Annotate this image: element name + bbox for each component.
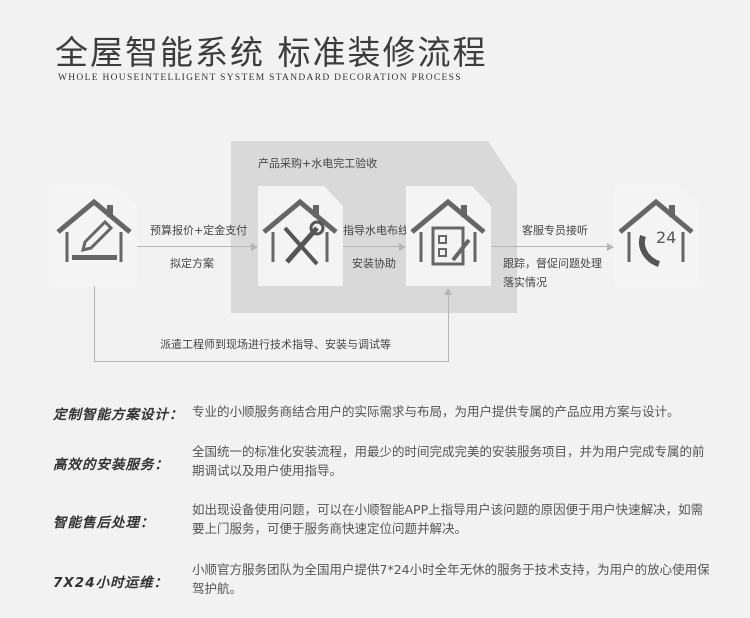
edge2-bottom: 安装协助 [352, 257, 396, 270]
feature-label-aftersales: 智能售后处理： [53, 515, 155, 531]
loop-label: 派遣工程师到现场进行技术指导、安装与调试等 [160, 338, 391, 351]
edge1-top: 预算报价+定金支付 [150, 224, 248, 237]
house-checklist-icon [410, 198, 486, 266]
edge3-top: 客服专员接听 [522, 224, 588, 237]
page-subtitle: WHOLE HOUSEINTELLIGENT SYSTEM STANDARD D… [58, 73, 462, 83]
house-tools-icon [262, 198, 338, 266]
feature-label-24h: 7X24小时运维： [53, 575, 169, 591]
loop-line-up [448, 295, 449, 362]
zone-label: 产品采购+水电完工验收 [258, 157, 378, 170]
page-title: 全屋智能系统 标准装修流程 [55, 33, 488, 72]
connector-3 [490, 246, 608, 247]
feature-label-install: 高效的安装服务： [53, 457, 169, 473]
arrow-1 [251, 243, 258, 251]
edge1-bottom: 拟定方案 [170, 257, 214, 270]
edge3-bottom-2: 落实情况 [503, 276, 547, 289]
loop-line-across [94, 361, 449, 362]
house-pencil-ruler-icon [56, 198, 132, 262]
feature-desc-24h: 小顺官方服务团队为全国用户提供7*24小时全年无休的服务于技术支持，为用户的放心… [192, 562, 710, 596]
connector-1 [137, 246, 252, 247]
24-badge: 24 [656, 228, 677, 247]
loop-arrow [444, 288, 452, 295]
feature-desc-design: 专业的小顺服务商结合用户的实际需求与布局，为用户提供专属的产品应用方案与设计。 [192, 404, 680, 419]
step-installation [258, 186, 343, 286]
feature-desc-aftersales: 如出现设备使用问题，可以在小顺智能APP上指导用户该问题的原因便于用户快速解决，… [192, 502, 704, 536]
loop-line-down [94, 286, 95, 362]
step-service: 24 [614, 186, 699, 286]
edge3-bottom: 跟踪，督促问题处理 [503, 257, 602, 270]
feature-label-design: 定制智能方案设计： [53, 407, 184, 423]
connector-2 [343, 246, 400, 247]
step-design [52, 186, 137, 286]
feature-desc-install: 全国统一的标准化安装流程，用最少的时间完成完美的安装服务项目，并为用户完成专属的… [192, 444, 705, 478]
step-acceptance [406, 186, 491, 286]
edge2-top: 指导水电布线 [343, 224, 409, 237]
arrow-2 [399, 243, 406, 251]
arrow-3 [607, 243, 614, 251]
house-phone-24-icon [618, 198, 694, 267]
